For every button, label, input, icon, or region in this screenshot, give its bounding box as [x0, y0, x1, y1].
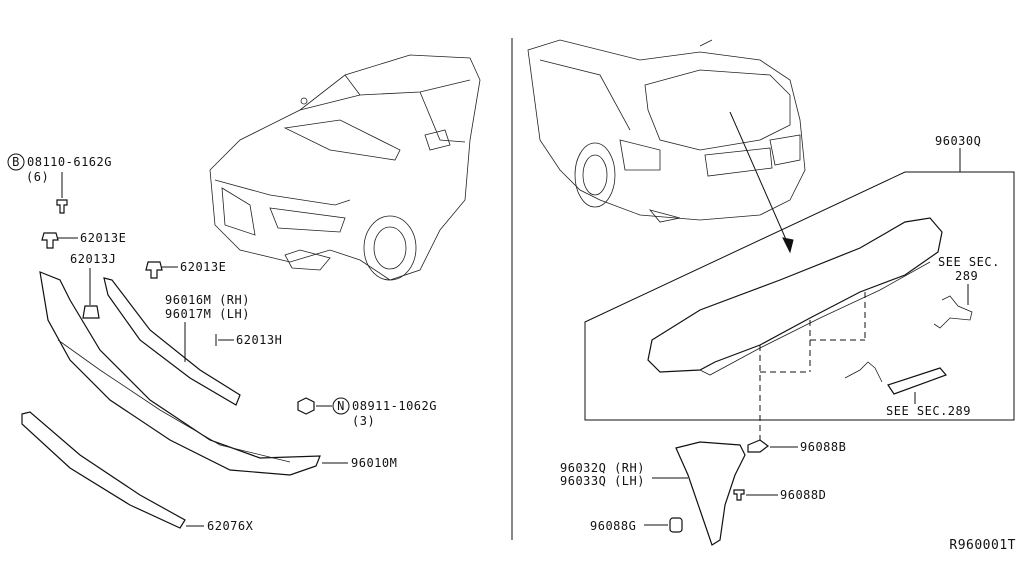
front-spoiler-part: [39, 271, 321, 476]
rear-spoiler-box: [584, 171, 1015, 421]
stop-lamp-part: [887, 367, 948, 395]
rear-vehicle-illustration: [527, 39, 806, 223]
bolt-b-part-label: 08110-6162G: [27, 155, 112, 169]
bolt-b-symbol-circle: [7, 153, 25, 171]
rear-spoiler-label: 96030Q: [935, 134, 981, 148]
front-spoiler-callout: 96010M: [39, 271, 397, 476]
side-molding-callout: 96016M (RH) 96017M (LH): [103, 277, 250, 406]
grommet-label: 96088B: [800, 440, 846, 454]
bolt-b-callout: B 08110-6162G (6): [7, 153, 112, 214]
cap-label: 96088G: [590, 519, 636, 533]
front-spoiler-label: 96010M: [351, 456, 397, 470]
lower-strip-part: [21, 411, 186, 529]
cap-part: [669, 517, 683, 533]
mudguard-callout: 96032Q (RH) 96033Q (LH): [560, 441, 746, 546]
mudguard-rh-label: 96032Q (RH): [560, 461, 645, 475]
lamp-harness-part: [844, 361, 883, 383]
see-sec-lower-callout: SEE SEC.289: [844, 361, 971, 418]
strip-label: 62076X: [207, 519, 254, 533]
mudguard-lh-label: 96033Q (LH): [560, 474, 645, 488]
nut-n-part-label: 08911-1062G: [352, 399, 437, 413]
diagram-code: R960001T: [949, 538, 1016, 553]
see-sec-lower-label: SEE SEC.289: [886, 404, 971, 418]
clip-e-upper-label: 62013E: [80, 231, 126, 245]
clip-h-label: 62013H: [236, 333, 282, 347]
screw-part: [733, 489, 745, 501]
nut-n-callout: N 08911-1062G (3): [297, 397, 437, 428]
clip-j-part: [82, 305, 100, 319]
side-molding-part: [103, 277, 241, 406]
molding-lh-label: 96017M (LH): [165, 307, 250, 321]
see-sec-upper-callout: SEE SEC. 289: [933, 255, 1000, 329]
mudguard-part: [675, 441, 746, 546]
bolt-b-symbol: B: [12, 155, 20, 169]
cap-callout: 96088G: [590, 517, 683, 533]
nut-n-symbol-circle: [332, 397, 350, 415]
harness-part: [933, 295, 973, 329]
screw-callout: 96088D: [733, 488, 826, 502]
nut-n-part: [297, 397, 315, 415]
see-sec-upper-label-1: SEE SEC.: [938, 255, 1000, 269]
rear-spoiler-part: [647, 217, 943, 373]
grommet-part: [747, 439, 769, 453]
installation-arrow: [729, 111, 794, 254]
clip-62013h-callout: 62013H: [215, 333, 282, 347]
clip-62013e-upper-callout: 62013E: [41, 231, 126, 249]
nut-n-qty-label: (3): [352, 414, 375, 428]
bolt-b-qty-label: (6): [26, 170, 49, 184]
clip-62013e-lower-callout: 62013E: [145, 260, 226, 279]
see-sec-upper-label-2: 289: [955, 269, 978, 283]
lower-strip-callout: 62076X: [21, 411, 254, 533]
clip-e-upper-part: [41, 232, 59, 249]
clip-j-label: 62013J: [70, 252, 116, 266]
rear-spoiler-callout: 96030Q: [647, 134, 981, 440]
screw-label: 96088D: [780, 488, 826, 502]
clip-e-lower-label: 62013E: [180, 260, 226, 274]
grommet-callout: 96088B: [747, 439, 846, 454]
bolt-b-part: [56, 199, 68, 214]
clip-62013j-callout: 62013J: [70, 252, 116, 319]
molding-rh-label: 96016M (RH): [165, 293, 250, 307]
clip-e-lower-part: [145, 261, 163, 279]
nut-n-symbol: N: [337, 399, 345, 413]
front-vehicle-illustration: [209, 54, 481, 281]
